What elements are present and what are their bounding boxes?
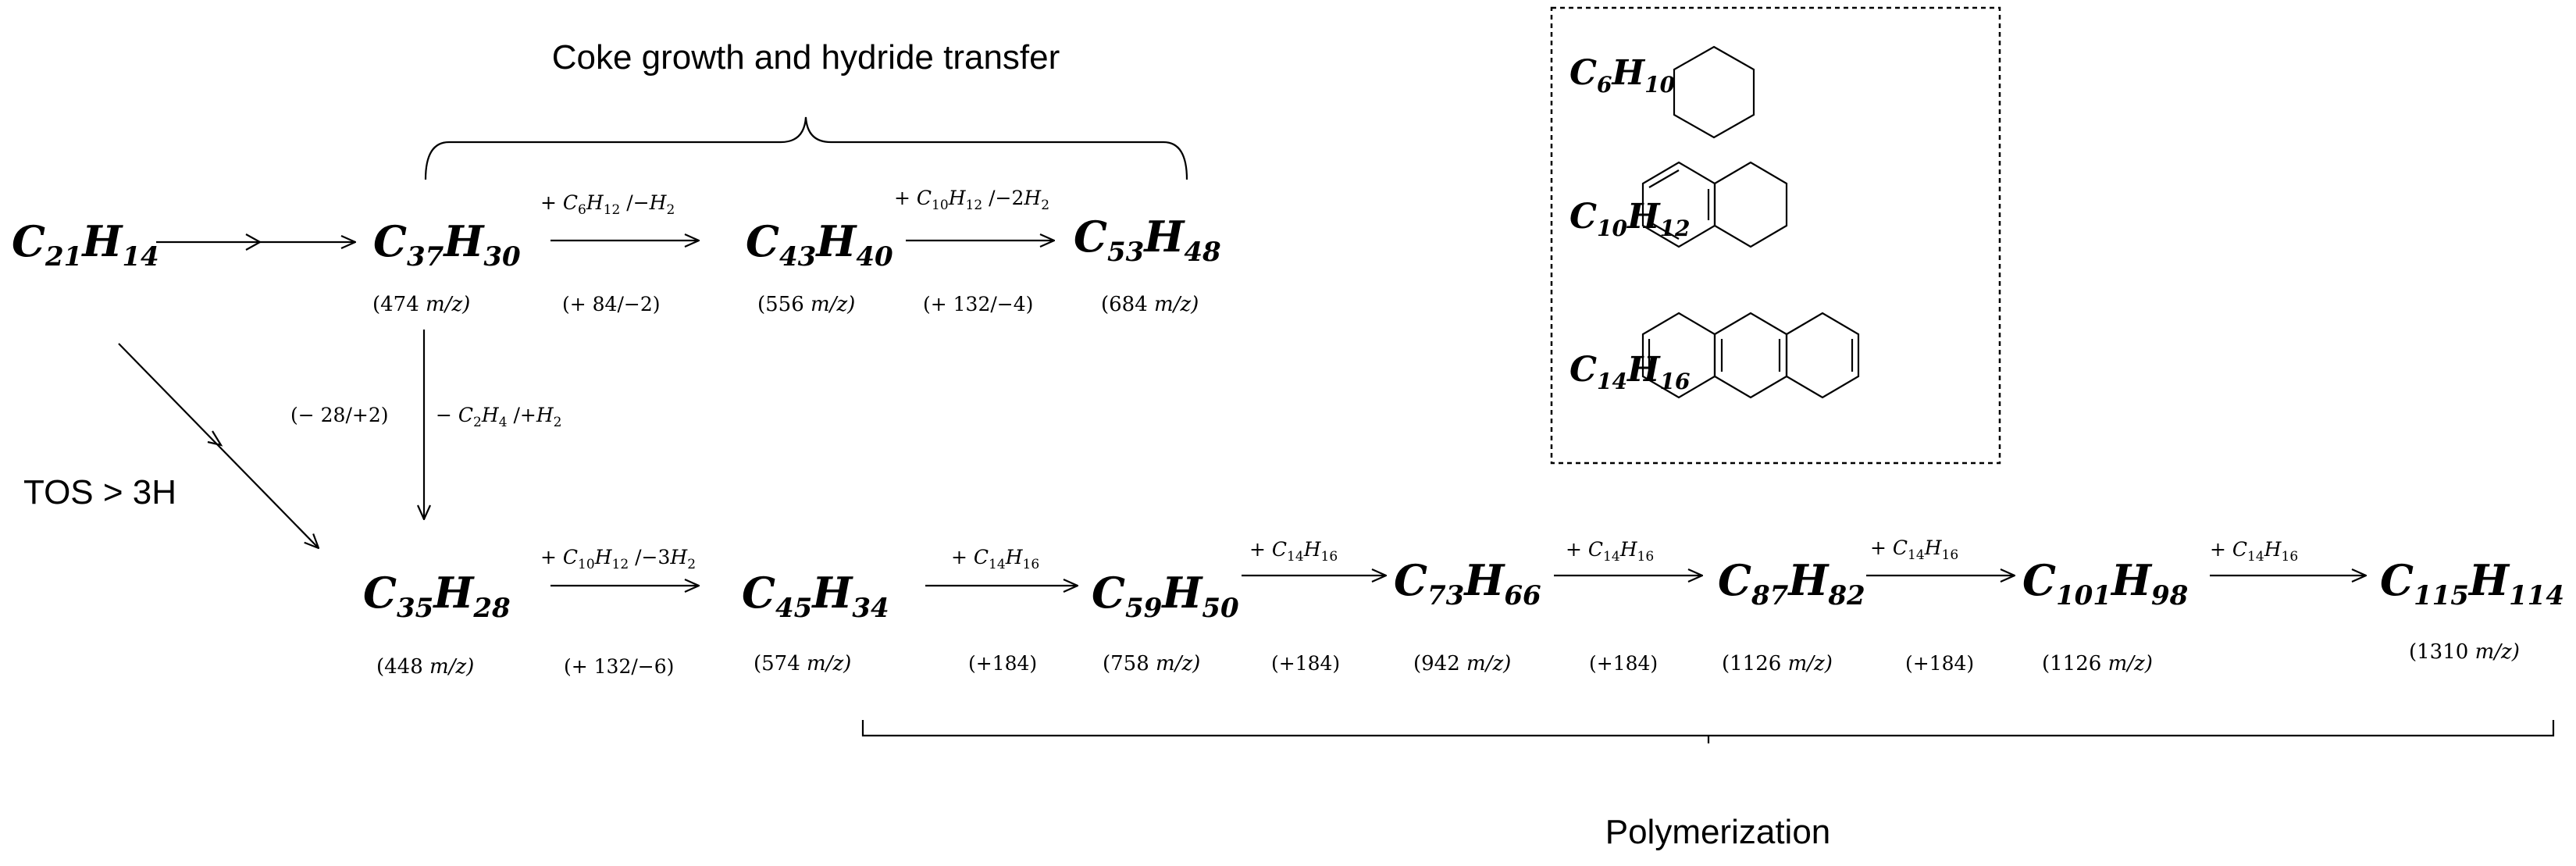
mz-c45h34: (574 m/z)	[754, 652, 851, 675]
delta-step-4: (+184)	[968, 652, 1037, 675]
coke-growth-brace	[424, 116, 1188, 180]
mz-c43h40: (556 m/z)	[757, 293, 855, 316]
tos-label: TOS > 3H	[23, 473, 176, 511]
polymerization-bracket	[861, 720, 2555, 743]
arrow-c21-to-c37-mid-head	[245, 233, 262, 251]
reagent-step-5: + C14H16	[1249, 538, 1338, 565]
formula-c43h40: C43H40	[746, 216, 893, 273]
formula-c35h28: C35H28	[363, 568, 511, 624]
delta-vertical: (− 28/+2)	[290, 404, 389, 426]
formula-c87h82: C87H82	[1718, 555, 1865, 611]
delta-step-3: (+ 132/−6)	[564, 655, 674, 678]
formula-c115h114: C115H114	[2380, 555, 2564, 611]
formula-c59h50: C59H50	[1092, 568, 1239, 624]
formula-c45h34: C45H34	[742, 568, 889, 624]
reagent-step-2: + C10H12 /−2H2	[894, 187, 1049, 213]
mz-c101h98: (1126 m/z)	[2042, 652, 2153, 675]
delta-step-6: (+184)	[1589, 652, 1658, 675]
arrow-c21-to-c35	[118, 343, 319, 548]
mz-c35h28: (448 m/z)	[376, 655, 474, 679]
structure-c14h16	[1641, 312, 1860, 399]
reagent-step-8: + C14H16	[2210, 538, 2298, 565]
delta-step-2: (+ 132/−4)	[923, 293, 1033, 315]
delta-step-7: (+184)	[1905, 652, 1974, 675]
arrow-c21-to-c35-mid-head	[207, 430, 223, 447]
reagent-vertical: − C2H4 /+H2	[436, 404, 561, 430]
legend-formula-c10h12: C10H12	[1569, 197, 1691, 241]
formula-c21h14: C21H14	[12, 216, 159, 273]
reagent-step-1: + C6H12 /−H2	[540, 191, 675, 218]
reagent-step-3: + C10H12 /−3H2	[540, 546, 696, 572]
reagent-step-4: + C14H16	[951, 546, 1039, 572]
structure-c10h12	[1641, 161, 1788, 248]
delta-step-5: (+184)	[1271, 652, 1340, 675]
polymerization-label: Polymerization	[1605, 813, 1831, 851]
mz-c59h50: (758 m/z)	[1103, 652, 1200, 675]
formula-c101h98: C101H98	[2022, 555, 2188, 611]
reagent-step-7: + C14H16	[1870, 536, 1958, 563]
formula-c37h30: C37H30	[373, 216, 521, 273]
mz-c53h48: (684 m/z)	[1101, 293, 1199, 316]
formula-c53h48: C53H48	[1074, 212, 1221, 268]
formula-c73h66: C73H66	[1394, 555, 1541, 611]
mz-c73h66: (942 m/z)	[1413, 652, 1511, 675]
structure-legend-box	[1550, 6, 2001, 465]
legend-formula-c6h10: C6H10	[1569, 53, 1676, 98]
structure-c6h10	[1673, 45, 1755, 139]
mz-c115h114: (1310 m/z)	[2409, 640, 2520, 664]
mz-c87h82: (1126 m/z)	[1722, 652, 1833, 675]
coke-growth-label: Coke growth and hydride transfer	[552, 38, 1060, 77]
reagent-step-6: + C14H16	[1566, 538, 1654, 565]
delta-step-1: (+ 84/−2)	[562, 293, 661, 315]
legend-formula-c14h16: C14H16	[1569, 350, 1691, 394]
mz-c37h30: (474 m/z)	[372, 293, 470, 316]
